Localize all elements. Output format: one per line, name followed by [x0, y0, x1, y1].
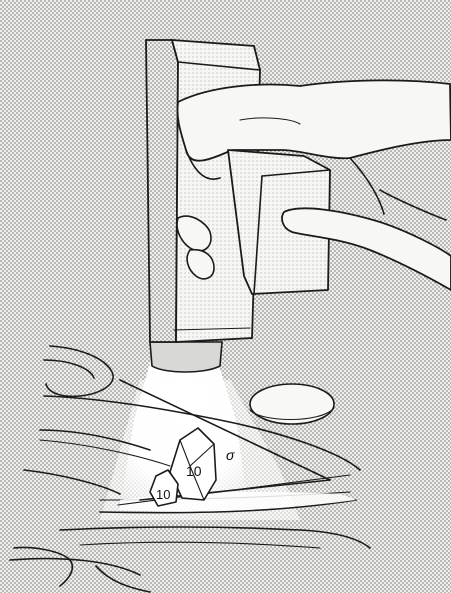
cyst-shape — [250, 384, 334, 424]
label-lower-value: 10 — [156, 487, 170, 502]
label-upper-value: 10 — [186, 463, 202, 479]
label-side-letter: σ — [226, 447, 235, 463]
